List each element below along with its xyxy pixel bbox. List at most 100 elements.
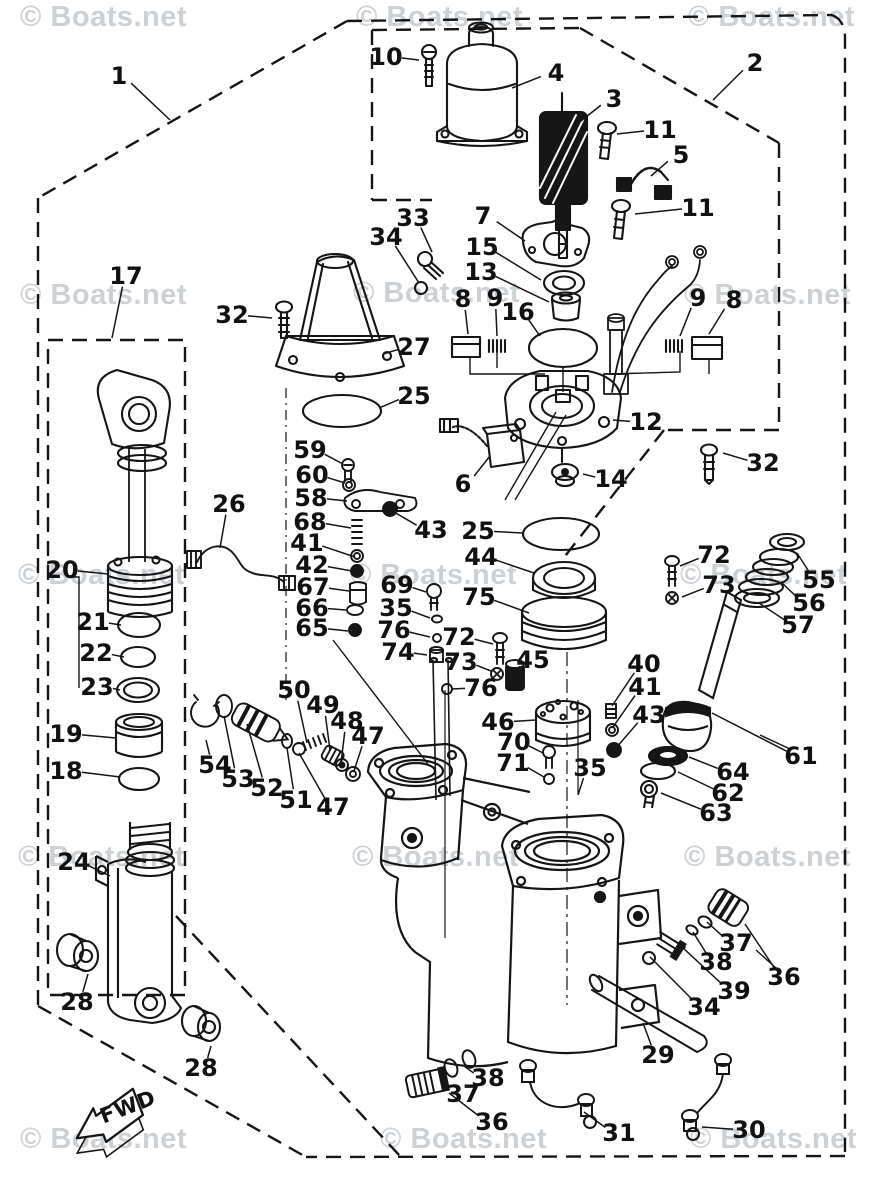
part-callout-14: 14 — [594, 465, 627, 493]
part-callout-37: 37 — [719, 929, 752, 957]
callout-leader-line — [796, 552, 810, 572]
callout-leader-line — [513, 719, 537, 723]
callout-leader-line — [324, 715, 331, 751]
part-callout-34: 34 — [687, 993, 720, 1021]
callout-leader-line — [464, 309, 469, 335]
hose-31 — [519, 1059, 597, 1129]
callout-leader-line — [495, 275, 550, 303]
part-callout-53: 53 — [221, 765, 254, 793]
cylinder-24 — [94, 822, 183, 1025]
part-callout-54: 54 — [198, 751, 231, 779]
part-callout-38: 38 — [699, 948, 732, 976]
part-callout-25: 25 — [461, 517, 494, 545]
part-callout-71: 71 — [496, 749, 529, 777]
callout-leader-line — [660, 792, 702, 810]
callout-leader-line — [448, 1092, 480, 1117]
part-callout-52: 52 — [250, 774, 283, 802]
part-callout-31: 31 — [602, 1119, 635, 1147]
part-callout-38: 38 — [471, 1064, 504, 1092]
oring-25-right — [521, 516, 601, 552]
callout-leader-line — [758, 602, 785, 621]
callout-leader-line — [474, 638, 494, 645]
part-callout-47: 47 — [351, 722, 384, 750]
part-callout-73: 73 — [444, 648, 477, 676]
part-callout-28: 28 — [184, 1054, 217, 1082]
callout-leader-line — [744, 923, 776, 969]
motor-screw — [420, 43, 438, 88]
callout-leader-line — [413, 652, 428, 656]
watermark: © Boats.net — [380, 1123, 547, 1155]
part-callout-67: 67 — [296, 573, 329, 601]
callout-leader-line — [81, 734, 117, 739]
cylinder-head-cap — [106, 555, 174, 618]
callout-leader-line — [393, 511, 417, 526]
callout-leader-line — [81, 771, 121, 778]
nut-43 — [382, 501, 398, 517]
callout-leader-line — [496, 559, 535, 574]
rod-61 — [661, 590, 743, 753]
callout-leader-line — [327, 607, 347, 611]
watermark: © Boats.net — [684, 841, 851, 873]
part-callout-41: 41 — [290, 529, 323, 557]
fitting-33 — [416, 250, 445, 281]
reservoir-cone-27 — [274, 252, 406, 383]
reservoir-group — [186, 250, 445, 591]
callout-leader-line — [108, 622, 122, 626]
callout-leader-line — [616, 130, 645, 135]
part-callout-58: 58 — [294, 484, 327, 512]
centerlines — [285, 388, 579, 1005]
callout-leader-line — [378, 398, 400, 409]
callout-leader-line — [496, 221, 526, 242]
callout-leader-line — [679, 307, 692, 337]
callout-leader-line — [677, 771, 714, 790]
watermark: © Boats.net — [353, 277, 520, 309]
part-callout-45: 45 — [516, 646, 549, 674]
part-callout-36: 36 — [767, 963, 800, 991]
bushing-13 — [550, 291, 582, 322]
callout-leader-line — [528, 319, 541, 337]
callout-leader-line — [527, 766, 545, 778]
part-callout-28: 28 — [60, 988, 93, 1016]
part-callout-48: 48 — [330, 707, 363, 735]
part-callout-37: 37 — [446, 1080, 479, 1108]
part-callout-3: 3 — [606, 85, 623, 113]
screw-32-left — [274, 300, 294, 340]
callout-leader-line — [394, 245, 420, 284]
callout-leader-line — [612, 695, 636, 728]
part-callout-46: 46 — [481, 708, 514, 736]
circlip-54 — [190, 694, 220, 728]
part-callout-34: 34 — [369, 223, 402, 251]
manifold-group — [366, 656, 663, 1068]
hose-26 — [186, 545, 296, 591]
switch-6 — [438, 417, 526, 469]
part-callout-22: 22 — [79, 639, 112, 667]
part-callout-50: 50 — [277, 676, 310, 704]
callout-leader-line — [88, 865, 111, 877]
callout-leader-line — [420, 227, 433, 253]
valve-37-bottom — [404, 1065, 451, 1099]
part-callout-56: 56 — [792, 589, 825, 617]
motor-cap — [435, 21, 529, 148]
part-callout-55: 55 — [802, 566, 835, 594]
callout-leader-line — [722, 452, 748, 462]
callout-leader-line — [409, 631, 431, 638]
part-callout-2: 2 — [747, 49, 764, 77]
callout-leader-line — [327, 628, 349, 632]
callout-leader-line — [206, 1045, 212, 1059]
oring-51 — [281, 733, 293, 749]
callout-leader-line — [130, 82, 171, 121]
washer-15 — [542, 269, 586, 297]
callout-leader-line — [328, 587, 350, 592]
part-callout-6: 6 — [455, 470, 472, 498]
spring-9-right — [664, 338, 684, 354]
callout-leader-line — [495, 308, 498, 337]
seal-44 — [531, 560, 597, 599]
part-callout-11: 11 — [681, 194, 714, 222]
oring-18 — [117, 766, 161, 792]
bushing-28-right — [180, 1004, 222, 1043]
motor-mount-screw — [596, 120, 632, 241]
brush-plate — [521, 219, 591, 268]
callout-leader-line — [615, 722, 639, 749]
part-callout-73: 73 — [702, 571, 735, 599]
